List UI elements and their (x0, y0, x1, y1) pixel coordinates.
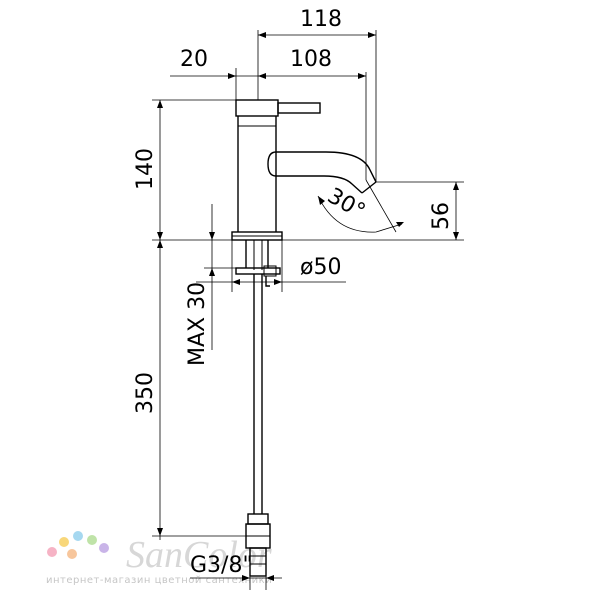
spout-upper (276, 151, 377, 183)
watermark-dot (73, 531, 83, 541)
dim-diameter-50: ø50 (300, 255, 341, 280)
dim-118: 118 (300, 7, 342, 32)
watermark-dot (47, 547, 57, 557)
dimension-labels: 118 20 108 140 56 30° ø50 MAX 30 350 G3/… (133, 7, 454, 578)
watermark-dot (87, 535, 97, 545)
hose-fitting-thread (249, 547, 267, 577)
watermark-dot (59, 537, 69, 547)
dim-108: 108 (290, 47, 332, 72)
watermark-dots (47, 531, 109, 559)
spout-lower (267, 151, 363, 194)
lever-cap (235, 99, 279, 117)
dim-350: 350 (133, 372, 158, 414)
dim-56: 56 (429, 202, 454, 230)
dim-20: 20 (180, 47, 208, 72)
faucet-outline (231, 99, 377, 577)
watermark-logo: SanColor (126, 534, 272, 576)
watermark: SanColor интернет-магазин цветной сантех… (46, 531, 272, 586)
dim-30-degrees: 30° (323, 184, 369, 225)
watermark-dot (67, 549, 77, 559)
hose-fitting-top (247, 513, 269, 525)
dim-thread-g38: G3/8" (190, 553, 253, 578)
mounting-nut (235, 267, 281, 275)
lever-handle (277, 102, 321, 114)
dimension-lines (152, 30, 464, 590)
dim-140: 140 (133, 148, 158, 190)
watermark-subtitle: интернет-магазин цветной сантехники (46, 575, 272, 586)
dim-max-30: MAX 30 (185, 282, 210, 366)
watermark-dot (99, 543, 109, 553)
